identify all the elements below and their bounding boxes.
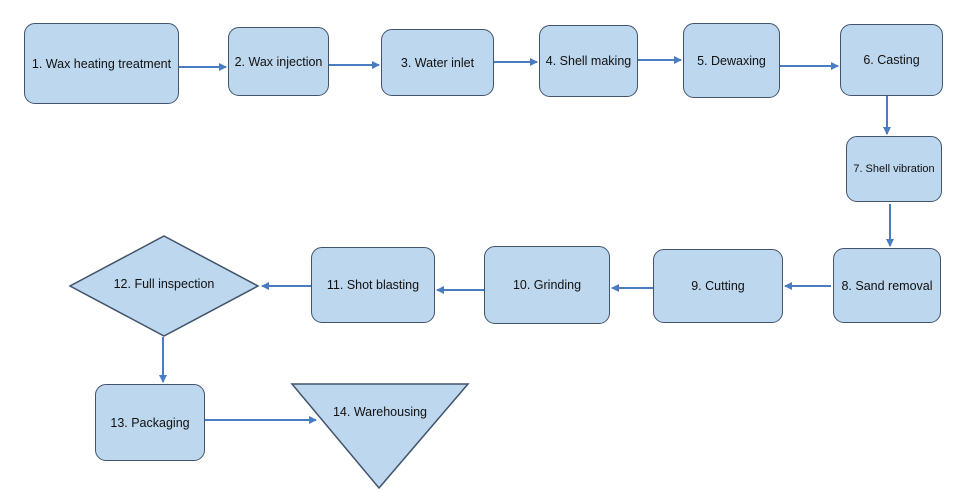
warehousing-label: 14. Warehousing [332,405,428,419]
step-label: 2. Wax injection [234,54,323,69]
step-label: 5. Dewaxing [697,53,766,68]
step-packaging: 13. Packaging [95,384,205,461]
step-shell-vibration: 7. Shell vibration [846,136,942,202]
step-label: 8. Sand removal [841,278,933,293]
step-sand-removal: 8. Sand removal [833,248,941,323]
step-label: 13. Packaging [110,415,190,430]
full-inspection-diamond [68,235,260,337]
step-water-inlet: 3. Water inlet [381,29,494,96]
step-label: 7. Shell vibration [853,163,935,175]
step-label: 9. Cutting [691,279,745,293]
step-shot-blasting: 11. Shot blasting [311,247,435,323]
warehousing-triangle [290,383,470,490]
step-label: 10. Grinding [512,278,582,292]
step-wax-injection: 2. Wax injection [228,27,329,96]
step-casting: 6. Casting [840,24,943,96]
step-label: 1. Wax heating treatment [31,56,172,71]
step-label: 3. Water inlet [400,55,475,70]
step-shell-making: 4. Shell making [539,25,638,97]
step-label: 6. Casting [863,53,920,67]
step-grinding: 10. Grinding [484,246,610,324]
step-cutting: 9. Cutting [653,249,783,323]
step-label: 4. Shell making [545,54,632,68]
full-inspection-label: 12. Full inspection [113,277,215,291]
step-label: 11. Shot blasting [326,278,420,292]
step-wax-heating-treatment: 1. Wax heating treatment [24,23,179,104]
step-dewaxing: 5. Dewaxing [683,23,780,98]
